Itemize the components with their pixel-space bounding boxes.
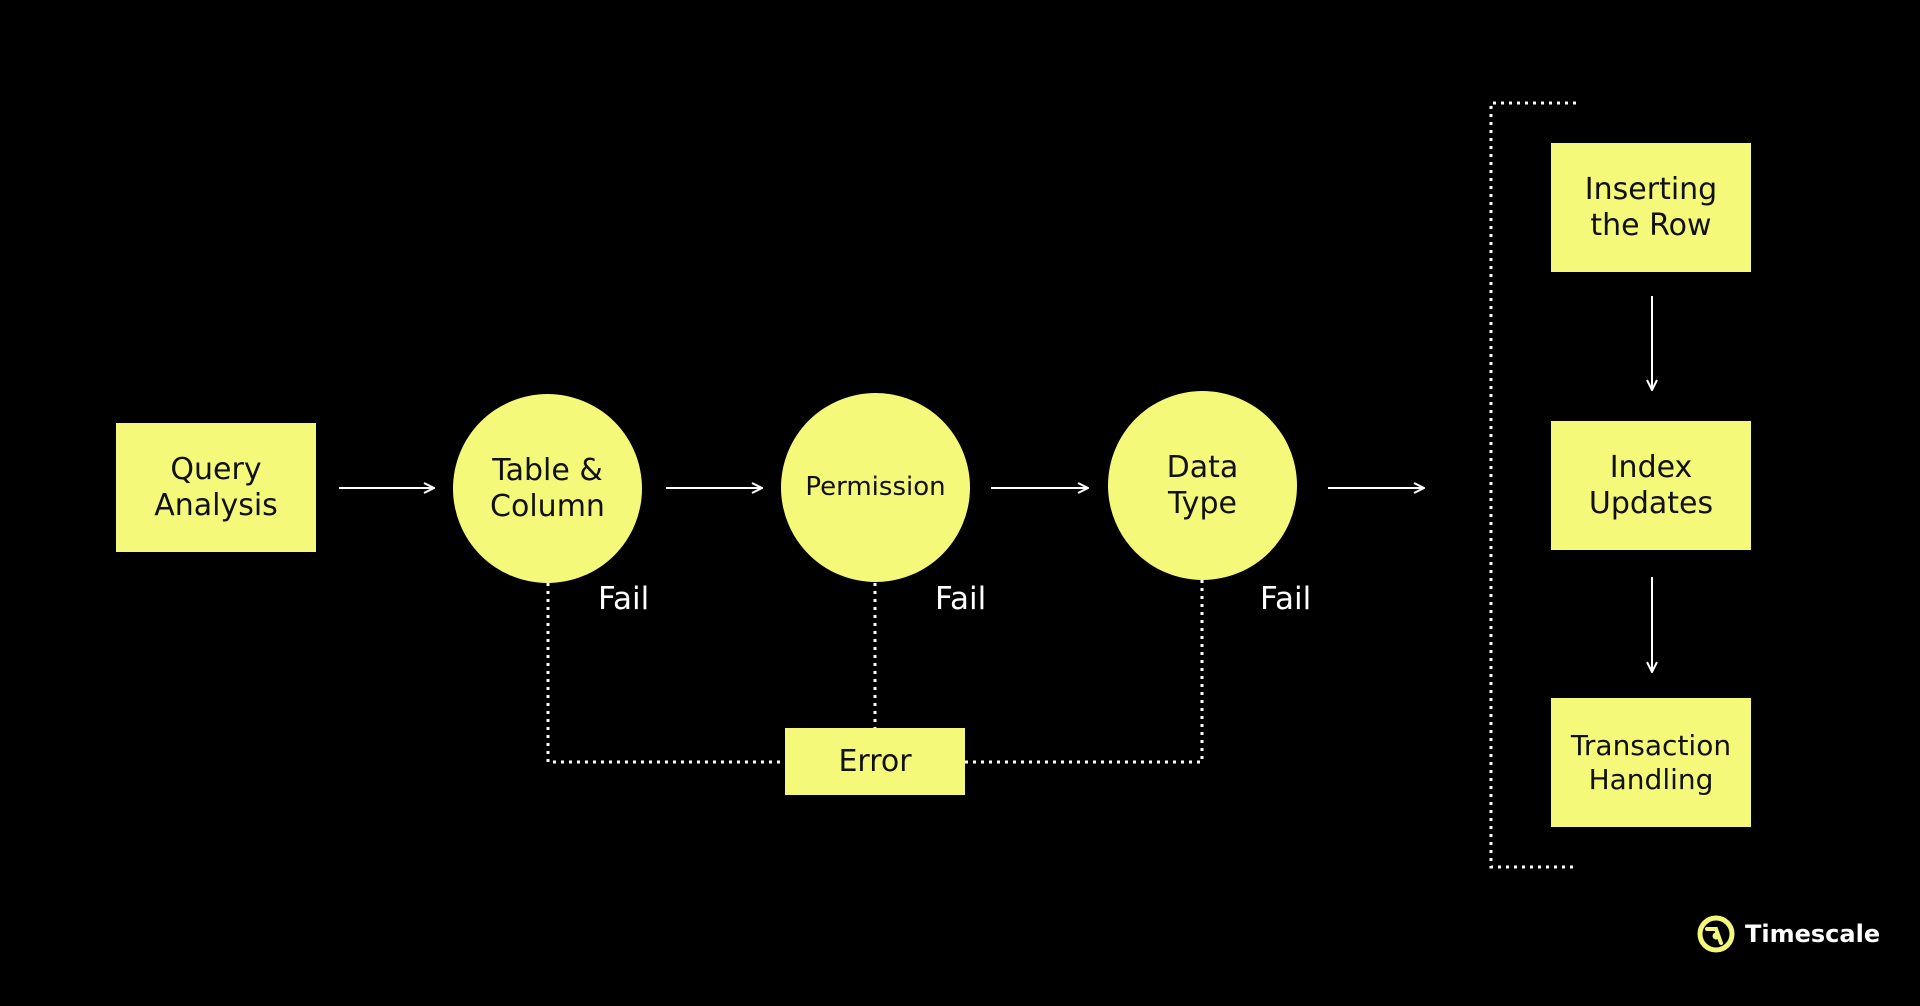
index-updates-line-1: Index [1609, 449, 1693, 485]
fail-label-datatype: Fail [1260, 581, 1312, 617]
table-column-node: Table & Column [453, 394, 642, 583]
index-updates-node: Index Updates [1551, 421, 1751, 550]
table-column-line-1: Table & [492, 452, 603, 488]
inserting-row-line-2: the Row [1590, 207, 1712, 243]
inserting-row-node: Inserting the Row [1551, 143, 1751, 272]
transaction-handling-line-2: Handling [1588, 762, 1714, 796]
permission-line-1: Permission [805, 471, 946, 502]
transaction-handling-line-1: Transaction [1570, 728, 1732, 762]
error-node: Error [785, 728, 965, 795]
table-column-line-2: Column [490, 488, 605, 524]
error-label: Error [838, 743, 912, 779]
fail-label-permission: Fail [935, 581, 987, 617]
brand-logo: Timescale [1697, 915, 1880, 953]
fail-path-table [546, 583, 785, 764]
timescale-logo-icon [1697, 915, 1735, 953]
query-analysis-line-1: Query [170, 451, 262, 487]
fail-path-datatype [965, 580, 1204, 764]
inserting-row-line-1: Inserting [1584, 171, 1718, 207]
index-updates-line-2: Updates [1588, 485, 1714, 521]
group-bracket [1489, 101, 1576, 869]
query-analysis-line-2: Analysis [154, 487, 278, 523]
permission-node: Permission [781, 393, 970, 582]
brand-name: Timescale [1745, 920, 1881, 948]
fail-label-table: Fail [598, 581, 650, 617]
data-type-line-1: Data [1166, 449, 1239, 485]
data-type-node: Data Type [1108, 391, 1297, 580]
transaction-handling-node: Transaction Handling [1551, 698, 1751, 827]
query-analysis-node: Query Analysis [116, 423, 316, 552]
data-type-line-2: Type [1168, 485, 1237, 521]
